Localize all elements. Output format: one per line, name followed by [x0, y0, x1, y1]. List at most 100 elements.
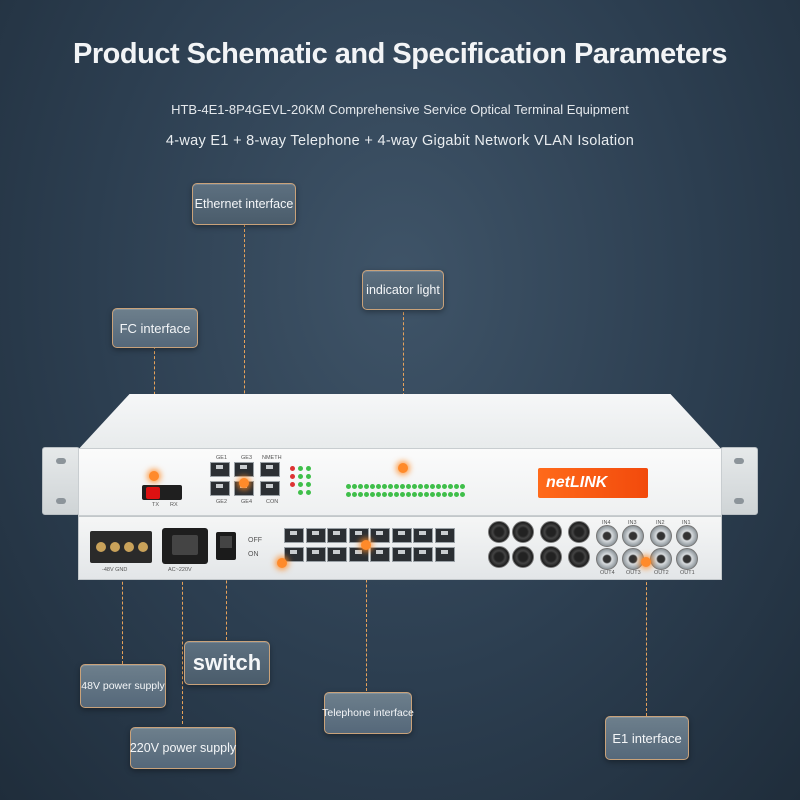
ethernet-highlight-dot	[239, 478, 249, 488]
indicator-led	[346, 484, 351, 489]
indicator-led	[460, 484, 465, 489]
e1-bnc-port[interactable]	[650, 548, 672, 570]
right-rack-ear	[720, 447, 758, 515]
in4-label: IN4	[602, 520, 611, 526]
e1-bnc-port[interactable]	[512, 521, 534, 543]
indicator-led	[388, 484, 393, 489]
indicator-led	[412, 484, 417, 489]
telephone-port[interactable]	[327, 528, 347, 543]
e1-bnc-port[interactable]	[488, 521, 510, 543]
dc-terminal-screw	[96, 542, 106, 552]
indicator-led	[364, 484, 369, 489]
status-led	[298, 466, 303, 471]
telephone-port[interactable]	[348, 547, 369, 562]
status-led	[290, 482, 295, 487]
in3-label: IN3	[628, 520, 637, 526]
telephone-port[interactable]	[284, 528, 304, 543]
fc-highlight-dot	[149, 471, 159, 481]
indicator-led	[454, 484, 459, 489]
telephone-port[interactable]	[348, 528, 369, 543]
e1-bnc-port[interactable]	[676, 548, 698, 570]
e1-bnc-port[interactable]	[488, 546, 510, 568]
telephone-port[interactable]	[413, 547, 433, 562]
ethernet-port-ge3[interactable]	[234, 462, 254, 477]
e1-bnc-port[interactable]	[596, 548, 618, 570]
ethernet-port-ge1[interactable]	[210, 462, 230, 477]
dc-terminal-screw	[110, 542, 120, 552]
ethernet-leader-line	[244, 224, 245, 464]
power-48v-callout: 48V power supply	[80, 664, 166, 708]
in2-label: IN2	[656, 520, 665, 526]
e1-bnc-port[interactable]	[512, 546, 534, 568]
e1-bnc-port[interactable]	[540, 521, 562, 543]
telephone-port[interactable]	[434, 547, 455, 562]
dc-label: -48V GND	[102, 567, 128, 573]
on-label: ON	[248, 551, 259, 558]
rx-label: RX	[170, 502, 178, 508]
indicator-led	[460, 492, 465, 497]
out4-label: OUT4	[600, 570, 615, 576]
indicator-led	[424, 492, 429, 497]
power-220v-callout: 220V power supply	[130, 727, 236, 769]
status-led	[290, 474, 295, 479]
indicator-led	[406, 484, 411, 489]
telephone-leader-line	[366, 545, 367, 691]
ethernet-port-nmeth[interactable]	[260, 462, 280, 477]
ethernet-port-ge2[interactable]	[210, 481, 230, 496]
indicator-led	[394, 492, 399, 497]
telephone-port[interactable]	[305, 547, 326, 562]
indicator-led	[364, 492, 369, 497]
telephone-port[interactable]	[434, 528, 455, 543]
switch-callout: switch	[184, 641, 270, 685]
indicator-led	[448, 492, 453, 497]
telephone-port[interactable]	[305, 528, 326, 543]
indicator-led	[382, 492, 387, 497]
telephone-port[interactable]	[413, 528, 433, 543]
e1-bnc-port[interactable]	[650, 525, 672, 547]
ge1-label: GE1	[216, 455, 228, 461]
telephone-port[interactable]	[370, 547, 390, 562]
telephone-port[interactable]	[391, 528, 412, 543]
telephone-port[interactable]	[327, 547, 347, 562]
e1-bnc-port[interactable]	[596, 525, 618, 547]
ac-label: AC~220V	[168, 567, 192, 573]
status-led	[298, 474, 303, 479]
status-led	[306, 482, 311, 487]
e1-bnc-port[interactable]	[540, 546, 562, 568]
console-port[interactable]	[260, 481, 280, 496]
indicator-led	[358, 484, 363, 489]
e1-highlight-dot	[641, 557, 651, 567]
e1-bnc-port[interactable]	[676, 525, 698, 547]
indicator-led	[424, 484, 429, 489]
e1-bnc-port[interactable]	[568, 546, 590, 568]
indicator-led	[352, 492, 357, 497]
telephone-port[interactable]	[391, 547, 412, 562]
e1-bnc-port[interactable]	[568, 521, 590, 543]
indicator-led	[454, 492, 459, 497]
telephone-port[interactable]	[284, 547, 304, 562]
netlink-logo: netLINK	[538, 468, 648, 498]
indicator-led	[346, 492, 351, 497]
telephone-port[interactable]	[370, 528, 390, 543]
indicator-led	[418, 492, 423, 497]
indicator-led	[406, 492, 411, 497]
ge2-label: GE2	[216, 499, 228, 505]
indicator-led	[430, 484, 435, 489]
indicator-led	[418, 484, 423, 489]
indicator-led	[412, 492, 417, 497]
fc-port-cap	[146, 487, 160, 499]
indicator-led	[382, 484, 387, 489]
indicator-led	[388, 492, 393, 497]
status-led	[306, 466, 311, 471]
indicator-led	[430, 492, 435, 497]
out2-label: OUT2	[654, 570, 669, 576]
model-subtitle: HTB-4E1-8P4GEVL-20KM Comprehensive Servi…	[171, 102, 629, 117]
indicator-highlight-dot	[398, 463, 408, 473]
indicator-led	[436, 484, 441, 489]
con-label: CON	[266, 499, 279, 505]
dc-terminal-screw	[138, 542, 148, 552]
indicator-led	[400, 484, 405, 489]
e1-bnc-port[interactable]	[622, 525, 644, 547]
indicator-led	[376, 492, 381, 497]
telephone-interface-callout: Telephone interface	[322, 692, 414, 734]
